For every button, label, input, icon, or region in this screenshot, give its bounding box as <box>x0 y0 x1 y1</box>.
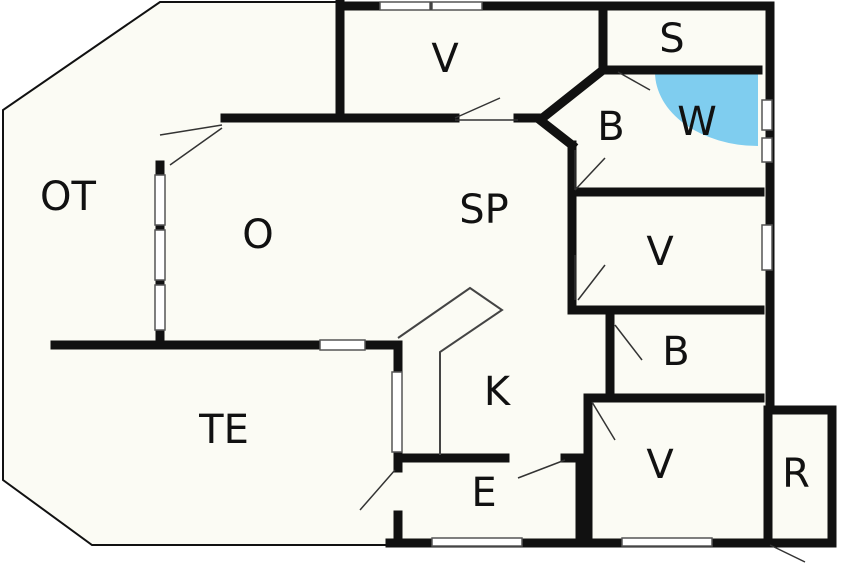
room-label-v3: V <box>646 442 674 488</box>
room-label-s: S <box>659 16 684 62</box>
room-label-te: TE <box>198 407 249 453</box>
room-label-sp: SP <box>459 187 509 233</box>
walls <box>50 0 837 548</box>
room-label-e: E <box>471 470 496 516</box>
room-label-v1: V <box>431 36 459 82</box>
room-labels: OT O SP TE V S B W V B K V E R <box>40 16 810 516</box>
shower-area <box>655 72 758 146</box>
floor-area <box>3 2 832 545</box>
room-label-ot: OT <box>40 174 96 220</box>
room-label-b2: B <box>662 329 689 375</box>
windows <box>154 1 773 547</box>
room-label-v2: V <box>646 229 674 275</box>
room-label-o: O <box>242 212 273 258</box>
doors <box>159 71 806 563</box>
kitchen-counter <box>397 286 504 455</box>
room-label-r: R <box>782 451 810 497</box>
room-label-b1: B <box>597 104 624 150</box>
room-label-w: W <box>677 99 717 145</box>
outer-outline <box>1 1 390 546</box>
room-label-k: K <box>484 369 512 415</box>
